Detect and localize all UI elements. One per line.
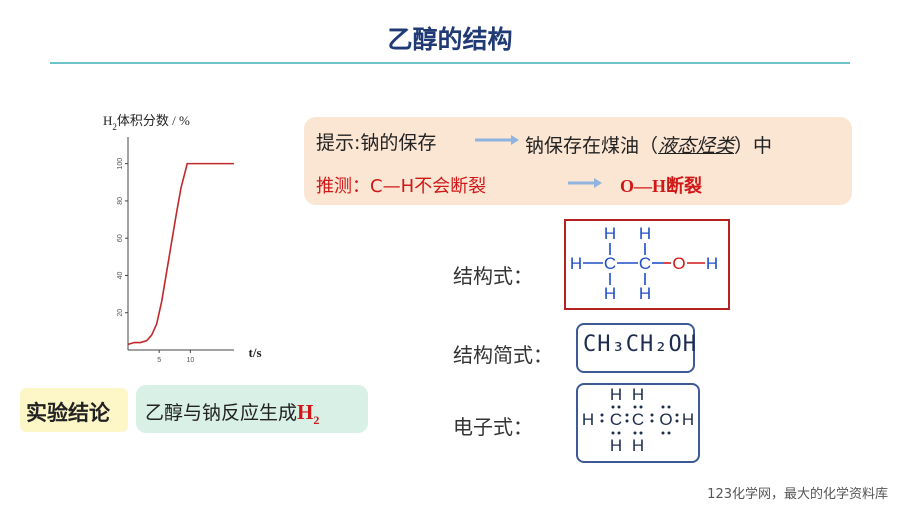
atom-h: H	[604, 284, 616, 303]
chart-ylabel-rest: 体积分数 / %	[117, 113, 190, 128]
chart-xlabel: t/s	[249, 345, 262, 360]
atom-h: H	[582, 410, 594, 429]
atom-c: C	[604, 254, 616, 273]
simple-formula-box	[576, 323, 695, 373]
atom-h: H	[639, 224, 651, 243]
atom-h: H	[639, 284, 651, 303]
conclusion-label: 实验结论	[26, 401, 110, 425]
atom-h: H	[632, 436, 644, 455]
chart-y-tick-label: 60	[117, 234, 124, 242]
chart-y-tick-label: 100	[117, 158, 124, 170]
electron-formula-box	[576, 383, 700, 463]
hint-result-emph: 液态烃类	[658, 135, 735, 157]
conclusion-box	[136, 385, 368, 433]
atom-o: O	[659, 410, 672, 429]
structural-formula: H H H C C H H H O	[570, 224, 718, 303]
hint-result: 钠保存在煤油（液态烃类）中	[525, 131, 772, 158]
hint-label: 提示:钠的保存	[316, 132, 437, 154]
arrow-right-icon	[475, 135, 519, 145]
chart-x-tick-label: 10	[186, 357, 194, 364]
chart-y-tick-label: 80	[117, 197, 124, 205]
chart-ylabel-sub: 2	[112, 122, 117, 132]
conclusion-text: 乙醇与钠反应生成H2	[145, 398, 319, 428]
page-title: 乙醇的结构	[387, 25, 513, 54]
conclusion-main: 乙醇与钠反应生成	[145, 402, 298, 424]
electron-label: 电子式：	[453, 415, 533, 439]
chart-ylabel: H2体积分数 / %	[103, 113, 190, 132]
atom-h: H	[604, 224, 616, 243]
atom-o: O	[672, 254, 685, 273]
structural-formula-box	[564, 219, 730, 310]
hint-box	[304, 117, 852, 205]
arrow-right-icon	[568, 178, 602, 188]
chart-series-line	[127, 162, 234, 346]
title-divider	[50, 62, 850, 64]
hint-result-suffix: ）中	[734, 135, 773, 157]
atom-h: H	[706, 254, 718, 273]
chart-y-tick-label: 20	[117, 309, 124, 317]
atom-c: C	[610, 410, 622, 429]
chart-ylabel-main: H	[103, 113, 112, 128]
simple-label: 结构简式：	[453, 343, 553, 367]
chart-y-tick-label: 40	[117, 271, 124, 279]
atom-c: C	[632, 410, 644, 429]
simple-formula: CH₃CH₂OH	[583, 332, 697, 357]
conclusion-label-box	[20, 388, 128, 432]
hint-guess: 推测：C—H不会断裂	[316, 176, 487, 197]
conclusion-h2: H2	[297, 400, 320, 428]
h2-volume-chart: H2体积分数 / % 20 40 60 80 100 5 10 t/s	[103, 113, 262, 364]
atom-c: C	[639, 254, 651, 273]
atom-h: H	[632, 385, 644, 404]
structural-label: 结构式：	[453, 264, 533, 288]
atom-h: H	[610, 385, 622, 404]
hint-result-prefix: 钠保存在煤油（	[525, 135, 659, 157]
atom-h: H	[610, 436, 622, 455]
atom-h: H	[570, 254, 582, 273]
hint-guess-result: O—H断裂	[620, 176, 703, 196]
atom-h: H	[682, 410, 694, 429]
chart-x-tick-label: 5	[157, 357, 161, 364]
footer-text: 123化学网，最大的化学资料库	[707, 487, 888, 502]
electron-formula: H H H C C O H H H	[582, 385, 694, 455]
